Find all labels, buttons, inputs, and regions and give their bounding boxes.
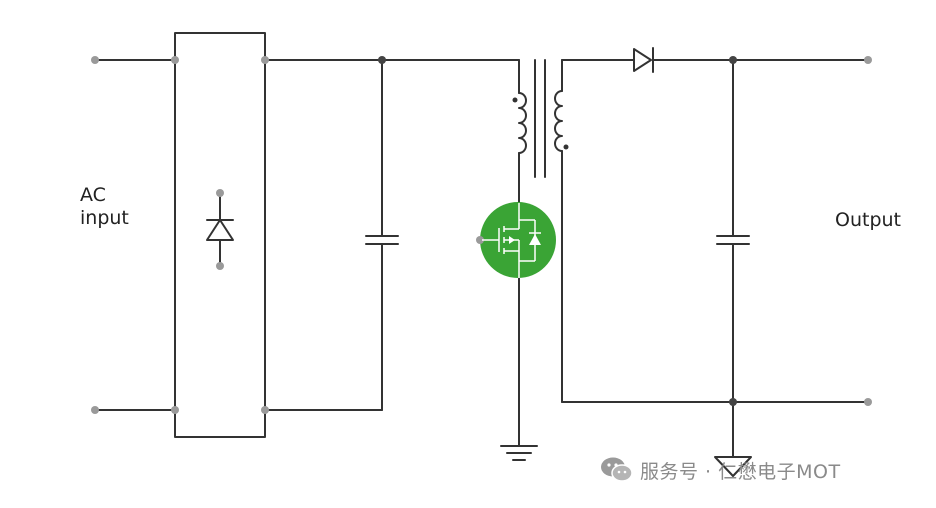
ac-input-top-terminal bbox=[91, 56, 99, 64]
junction-output-cap-bottom bbox=[729, 398, 737, 406]
output-label: Output bbox=[835, 209, 901, 231]
primary-polarity-dot bbox=[512, 97, 518, 103]
output-diode bbox=[633, 47, 654, 73]
ac-input-bottom-terminal bbox=[91, 406, 99, 414]
secondary-polarity-dot bbox=[563, 144, 569, 150]
ground-symbol bbox=[500, 445, 538, 461]
ac-input-label: AC input bbox=[80, 184, 129, 229]
junction-input-cap-top bbox=[378, 56, 386, 64]
transformer-secondary-winding bbox=[554, 59, 563, 403]
junctions bbox=[378, 56, 737, 406]
transformer-primary-winding bbox=[518, 59, 527, 204]
rectifier-dc-bottom-terminal bbox=[261, 406, 269, 414]
junction-output-cap-top bbox=[729, 56, 737, 64]
input-capacitor bbox=[365, 59, 399, 411]
rectifier-diode-anode-terminal bbox=[216, 189, 224, 197]
watermark: 服务号 · 仁懋电子MOT bbox=[600, 456, 841, 484]
mosfet-gate-terminal bbox=[476, 236, 484, 244]
wechat-icon bbox=[601, 457, 633, 482]
bridge-rectifier-box bbox=[174, 32, 266, 438]
rectifier-ac-top-terminal bbox=[171, 56, 179, 64]
output-capacitor bbox=[716, 59, 750, 458]
watermark-text: 服务号 · 仁懋电子MOT bbox=[640, 460, 841, 483]
output-bottom-terminal bbox=[864, 398, 872, 406]
output-top-terminal bbox=[864, 56, 872, 64]
rectifier-dc-top-terminal bbox=[261, 56, 269, 64]
rectifier-diode-symbol bbox=[206, 192, 234, 267]
mosfet-switch bbox=[476, 202, 556, 278]
rectifier-ac-bottom-terminal bbox=[171, 406, 179, 414]
rectifier-diode-cathode-terminal bbox=[216, 262, 224, 270]
terminals bbox=[91, 56, 872, 414]
secondary-ground-symbol bbox=[714, 456, 752, 477]
